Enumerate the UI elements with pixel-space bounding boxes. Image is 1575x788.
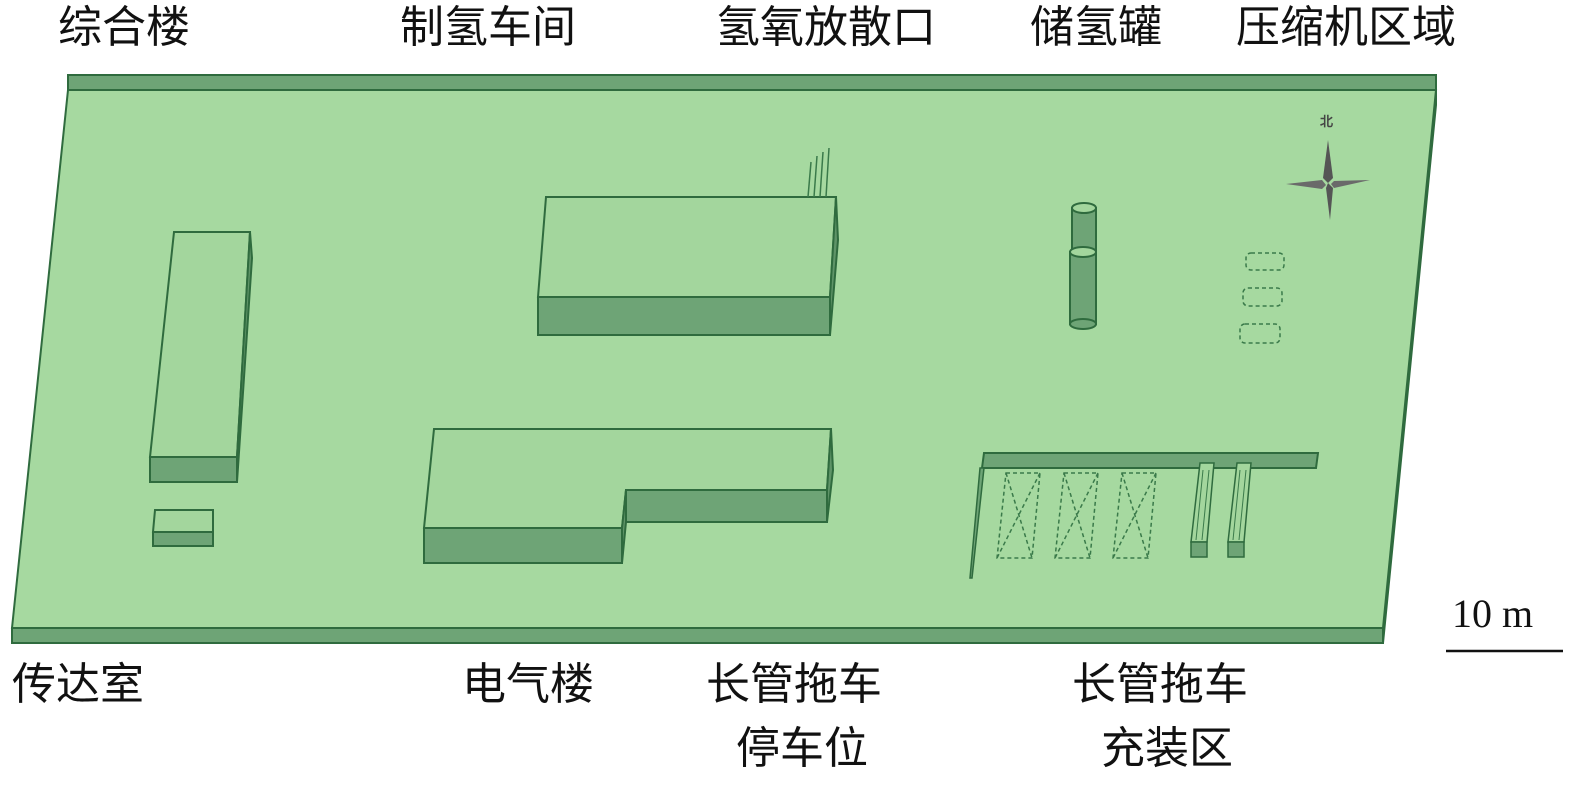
scale-bar-label: 10 m (1452, 591, 1534, 636)
filling-area (969, 452, 1320, 579)
guard-room (151, 509, 214, 547)
label-compressor-area: 压缩机区域 (1236, 2, 1456, 53)
compass-icon (1286, 140, 1370, 220)
label-guard-room: 传达室 (12, 659, 144, 710)
label-filling-line1: 长管拖车 (1072, 659, 1248, 710)
label-complex-building: 综合楼 (58, 2, 190, 53)
parking-bays (996, 472, 1157, 559)
complex-building (148, 231, 254, 483)
label-filling-line2: 充装区 (1101, 723, 1233, 774)
compass-north-label: 北 (1320, 115, 1334, 130)
electrolysis-workshop (536, 196, 840, 336)
vent-stacks (807, 147, 830, 198)
label-parking-line2: 停车位 (736, 723, 868, 774)
filling-posts (1190, 462, 1252, 558)
compressor-pads (1239, 252, 1285, 344)
label-storage-tank: 储氢罐 (1030, 2, 1162, 53)
storage-tank-front (1069, 246, 1097, 330)
label-vent-stack: 氢氧放散口 (716, 2, 936, 53)
electrical-building (422, 428, 835, 564)
label-parking-line1: 长管拖车 (706, 659, 882, 710)
label-electrolysis-workshop: 制氢车间 (400, 2, 576, 53)
label-electrical-building: 电气楼 (462, 659, 594, 710)
